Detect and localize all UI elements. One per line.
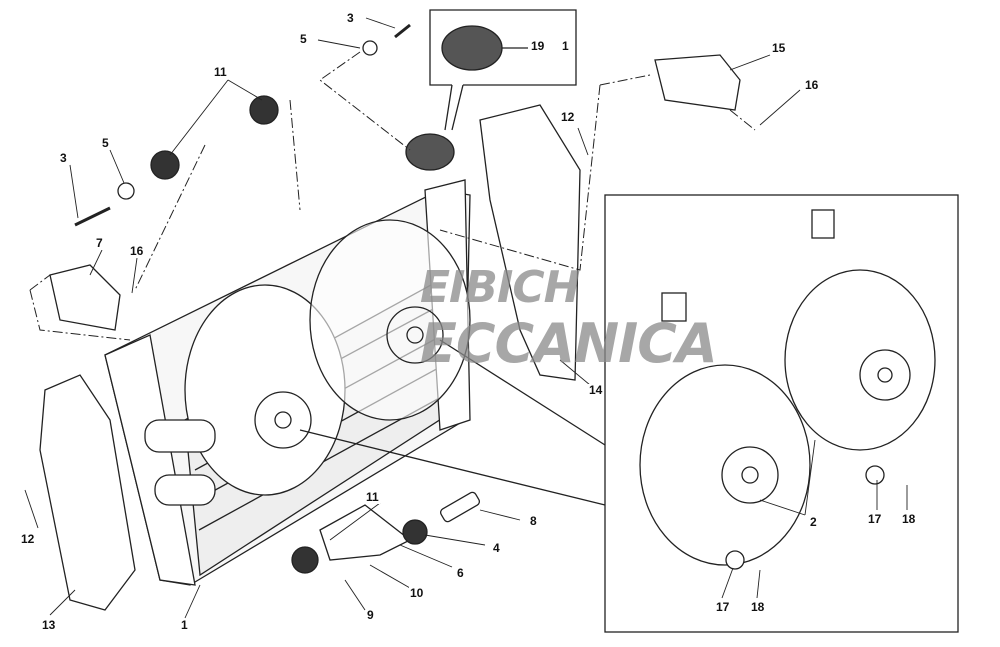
callout-12: 12 bbox=[20, 532, 36, 546]
callout-13: 13 bbox=[41, 618, 57, 632]
callout-2: 2 bbox=[809, 515, 818, 529]
cap-inset-box bbox=[429, 9, 577, 86]
callout-1: 1 bbox=[180, 618, 189, 632]
callout-3: 3 bbox=[59, 151, 68, 165]
callout-6: 6 bbox=[456, 566, 465, 580]
callout-17: 17 bbox=[715, 600, 731, 614]
side-cover-right bbox=[479, 104, 581, 381]
radiator-fan-right bbox=[309, 219, 471, 421]
hose-lower bbox=[154, 474, 216, 506]
callout-8: 8 bbox=[529, 514, 538, 528]
watermark-line-1: EIBICH bbox=[420, 262, 580, 313]
cap-icon bbox=[405, 133, 455, 171]
inset-fan-rear bbox=[784, 209, 936, 451]
bracket-7 bbox=[49, 264, 121, 331]
bracket-15 bbox=[654, 54, 741, 111]
callout-5: 5 bbox=[299, 32, 308, 46]
callout-4: 4 bbox=[492, 541, 501, 555]
inset-fan-front bbox=[639, 292, 811, 566]
callout-11: 11 bbox=[213, 65, 228, 79]
callout-14: 14 bbox=[588, 383, 604, 397]
watermark-line-2: ECCANICA bbox=[420, 312, 718, 375]
callout-17: 17 bbox=[867, 512, 883, 526]
callout-1-cap: 1 bbox=[561, 39, 570, 53]
rubber-mount-icon bbox=[402, 519, 428, 545]
callout-11: 11 bbox=[365, 490, 380, 504]
callout-5: 5 bbox=[101, 136, 110, 150]
callout-7: 7 bbox=[95, 236, 104, 250]
fan-detail-inset bbox=[604, 194, 959, 633]
callout-3: 3 bbox=[346, 11, 355, 25]
rubber-mount-icon bbox=[249, 95, 279, 125]
callout-18: 18 bbox=[750, 600, 766, 614]
callout-10: 10 bbox=[409, 586, 425, 600]
hose-upper bbox=[144, 419, 216, 453]
callout-16: 16 bbox=[129, 244, 145, 258]
side-cover-left bbox=[39, 374, 136, 611]
callout-18: 18 bbox=[901, 512, 917, 526]
callout-19: 19 bbox=[530, 39, 546, 53]
rubber-mount-icon bbox=[291, 546, 319, 574]
callout-12: 12 bbox=[560, 110, 576, 124]
callout-15: 15 bbox=[771, 41, 787, 55]
bracket-6 bbox=[319, 504, 412, 561]
callout-16: 16 bbox=[804, 78, 820, 92]
callout-9: 9 bbox=[366, 608, 375, 622]
rubber-mount-icon bbox=[150, 150, 180, 180]
